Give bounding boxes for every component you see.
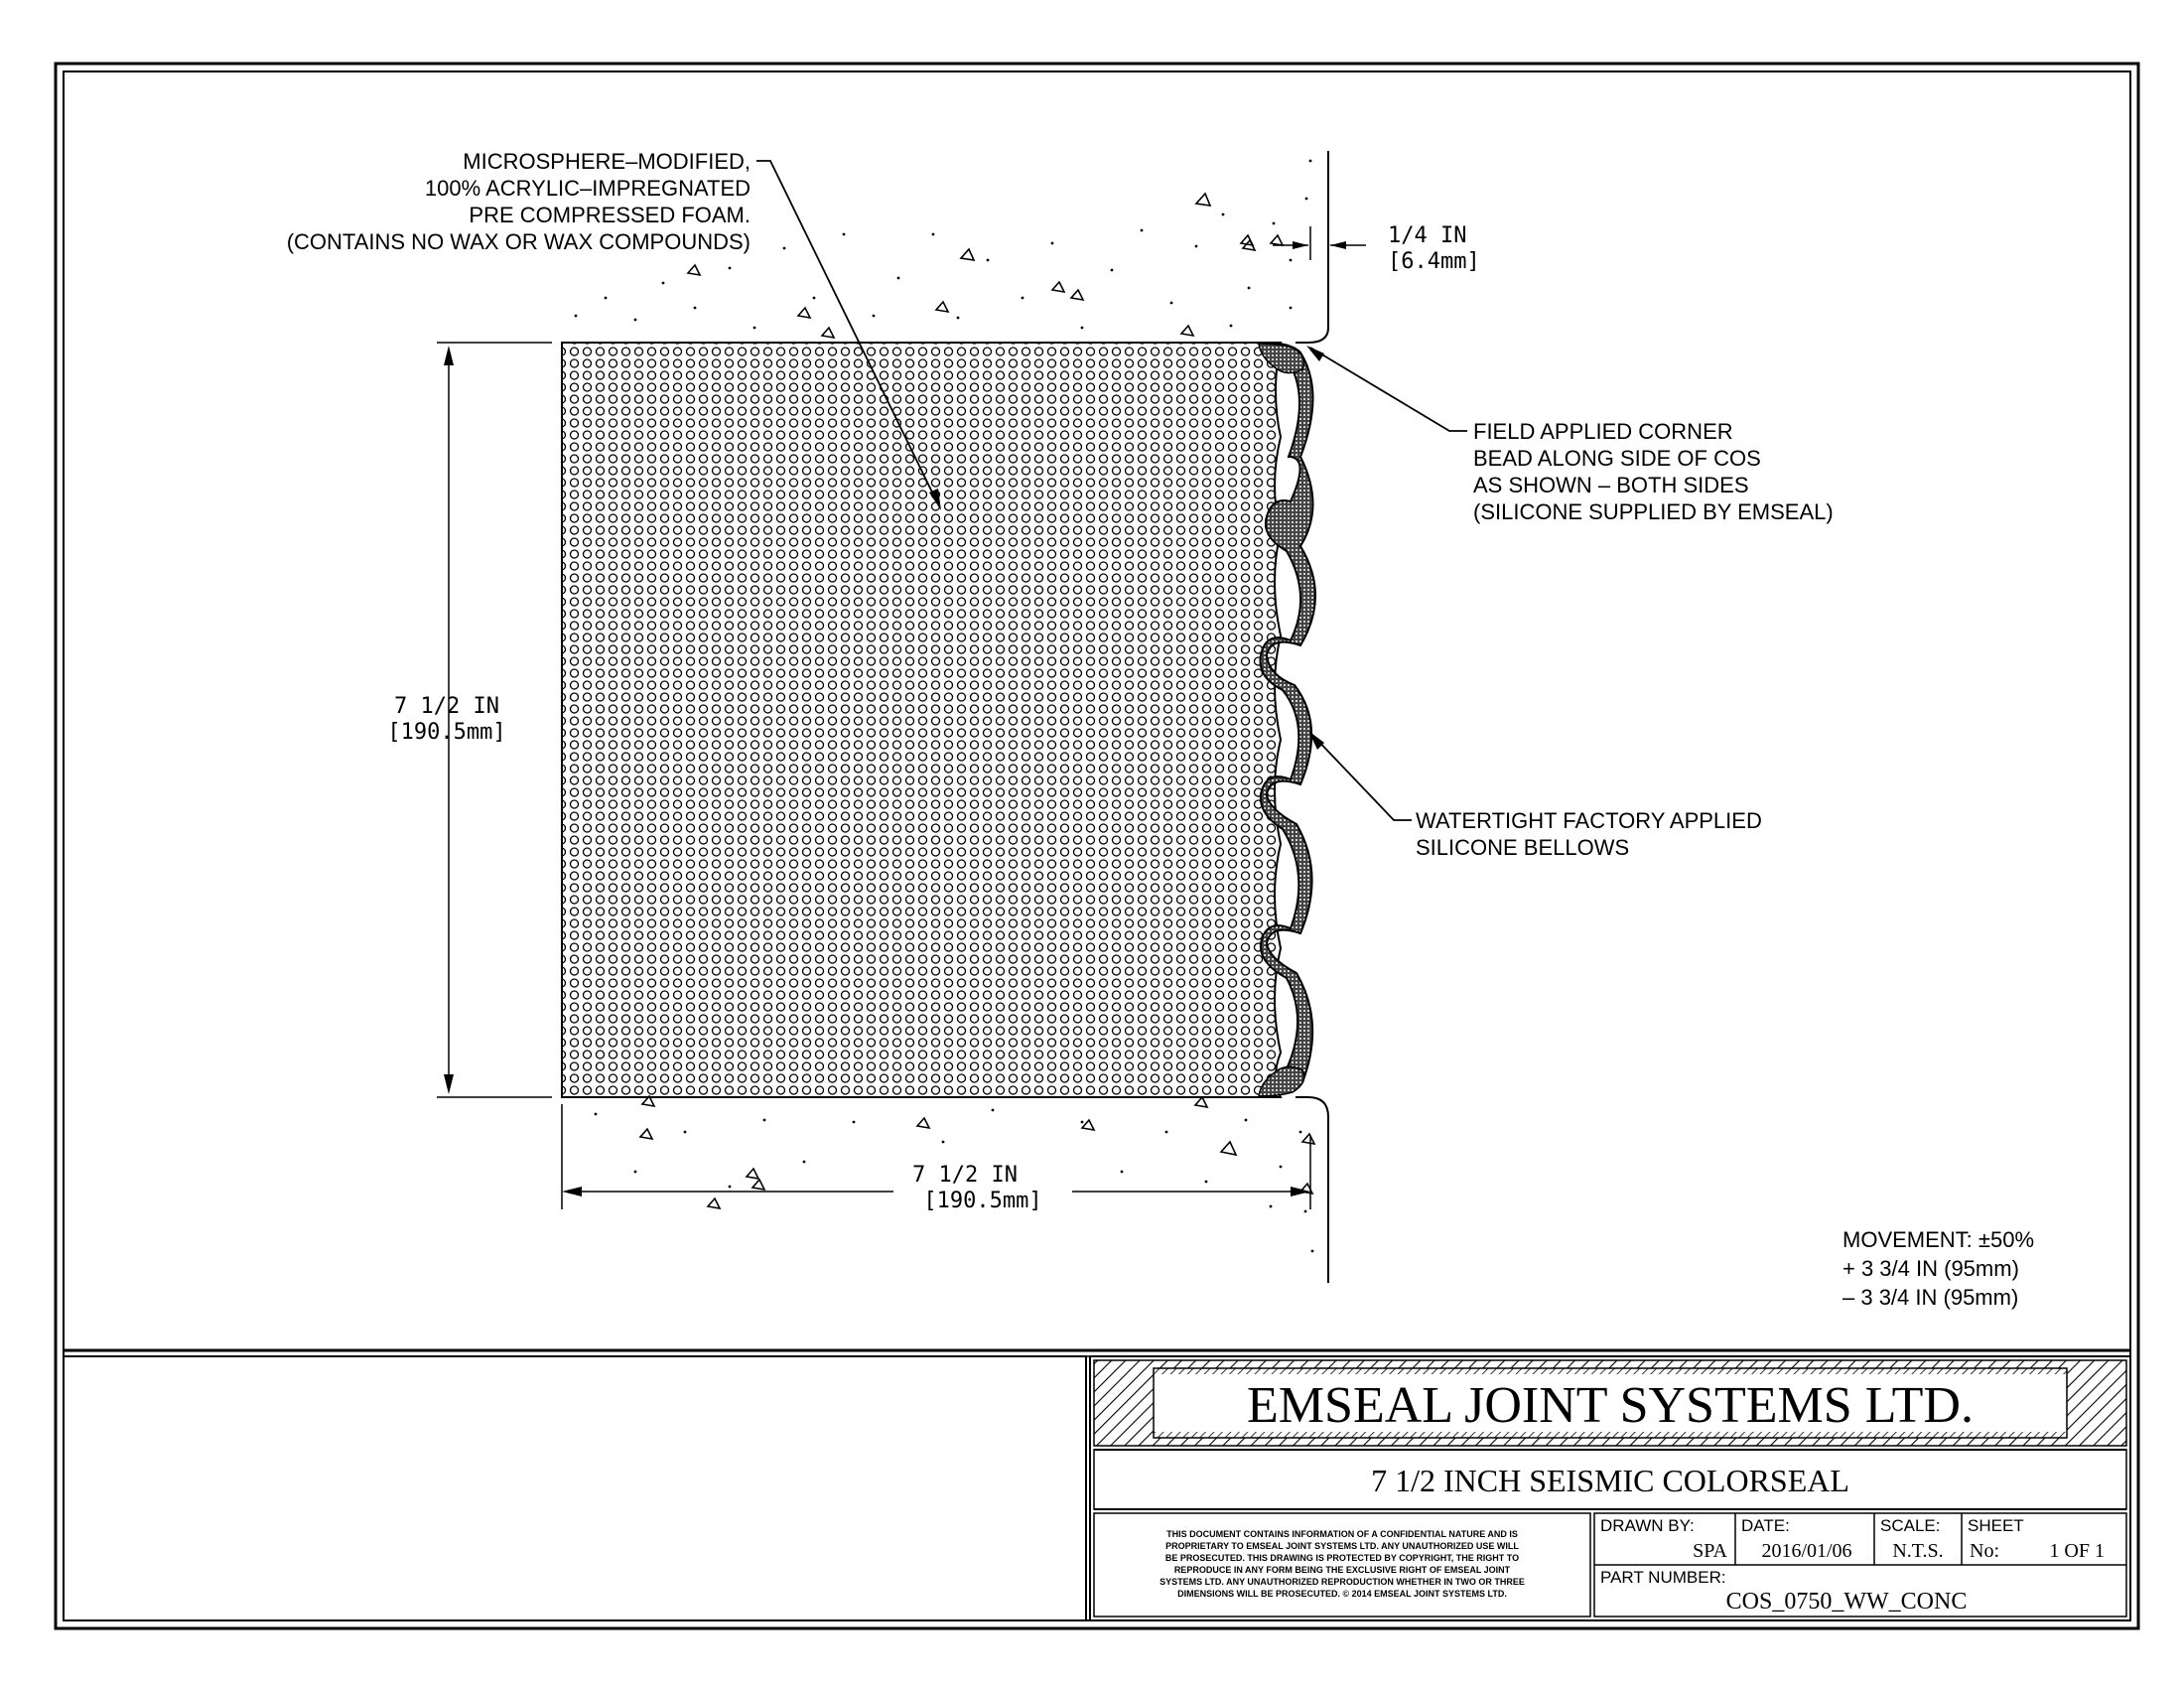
foam-callout-line-4: (CONTAINS NO WAX OR WAX COMPOUNDS) bbox=[287, 229, 751, 254]
corner-bead-callout: FIELD APPLIED CORNER BEAD ALONG SIDE OF … bbox=[1306, 346, 1834, 524]
drawn-by-label: DRAWN BY: bbox=[1600, 1516, 1695, 1535]
svg-text:THIS DOCUMENT CONTAINS INFORMA: THIS DOCUMENT CONTAINS INFORMATION OF A … bbox=[1166, 1529, 1518, 1539]
svg-text:DIMENSIONS WILL BE PROSECUTED.: DIMENSIONS WILL BE PROSECUTED. © 2014 EM… bbox=[1177, 1589, 1507, 1599]
width-dimension-imperial: 7 1/2 IN bbox=[912, 1163, 1018, 1188]
corner-bead-callout-line-1: FIELD APPLIED CORNER bbox=[1473, 419, 1733, 444]
svg-text:PROPRIETARY TO EMSEAL JOINT SY: PROPRIETARY TO EMSEAL JOINT SYSTEMS LTD.… bbox=[1165, 1541, 1519, 1551]
corner-bead-top bbox=[1258, 343, 1305, 374]
gap-dimension: 1/4 IN [6.4mm] bbox=[1273, 223, 1480, 274]
notes-panel bbox=[63, 1355, 1087, 1621]
company-name: EMSEAL JOINT SYSTEMS LTD. bbox=[1247, 1377, 1974, 1434]
gap-dimension-imperial: 1/4 IN bbox=[1388, 223, 1466, 248]
height-dimension-imperial: 7 1/2 IN bbox=[394, 694, 499, 719]
width-dimension-metric: [190.5mm] bbox=[923, 1189, 1041, 1213]
foam-callout-line-1: MICROSPHERE–MODIFIED, bbox=[463, 149, 751, 174]
svg-text:BE PROSECUTED. THIS DRAWING IS: BE PROSECUTED. THIS DRAWING IS PROTECTED… bbox=[1165, 1553, 1519, 1563]
disclaimer: THIS DOCUMENT CONTAINS INFORMATION OF A … bbox=[1160, 1529, 1525, 1599]
sheet-label: SHEET bbox=[1968, 1516, 2024, 1535]
corner-bead-callout-line-3: AS SHOWN – BOTH SIDES bbox=[1473, 473, 1749, 497]
foam-callout-line-2: 100% ACRYLIC–IMPREGNATED bbox=[425, 176, 751, 201]
joint-detail: 7 1/2 IN [190.5mm] 7 1/2 IN [190.5mm] 1/… bbox=[287, 149, 2034, 1310]
scale-value: N.T.S. bbox=[1892, 1540, 1943, 1562]
concrete-substrate-bottom bbox=[594, 1094, 1329, 1283]
part-number-label: PART NUMBER: bbox=[1600, 1568, 1726, 1587]
corner-bead-callout-line-2: BEAD ALONG SIDE OF COS bbox=[1473, 446, 1761, 471]
date-value: 2016/01/06 bbox=[1761, 1540, 1851, 1562]
bellows-callout-line-2: SILICONE BELLOWS bbox=[1416, 835, 1629, 860]
bellows-callout: WATERTIGHT FACTORY APPLIED SILICONE BELL… bbox=[1308, 731, 1762, 860]
drawing-title: 7 1/2 INCH SEISMIC COLORSEAL bbox=[1371, 1463, 1849, 1498]
width-dimension: 7 1/2 IN [190.5mm] bbox=[561, 1104, 1311, 1217]
movement-line-1: MOVEMENT: ±50% bbox=[1843, 1227, 2034, 1252]
sheet-no-label: No: bbox=[1970, 1540, 1999, 1562]
svg-text:REPRODUCE IN ANY FORM BEING TH: REPRODUCE IN ANY FORM BEING THE EXCLUSIV… bbox=[1174, 1565, 1511, 1575]
corner-bead-callout-line-4: (SILICONE SUPPLIED BY EMSEAL) bbox=[1473, 499, 1834, 524]
sheet-no-value: 1 OF 1 bbox=[2049, 1540, 2105, 1562]
movement-line-3: – 3 3/4 IN (95mm) bbox=[1843, 1285, 2018, 1310]
drawn-by-value: SPA bbox=[1693, 1540, 1727, 1562]
date-label: DATE: bbox=[1741, 1516, 1790, 1535]
foam-callout-line-3: PRE COMPRESSED FOAM. bbox=[469, 203, 751, 227]
foam-callout: MICROSPHERE–MODIFIED, 100% ACRYLIC–IMPRE… bbox=[287, 149, 941, 510]
svg-text:SYSTEMS LTD. ANY UNAUTHORIZED: SYSTEMS LTD. ANY UNAUTHORIZED REPRODUCTI… bbox=[1160, 1577, 1525, 1587]
concrete-substrate-top bbox=[574, 151, 1329, 344]
title-block: EMSEAL JOINT SYSTEMS LTD. 7 1/2 INCH SEI… bbox=[63, 1355, 2131, 1621]
scale-label: SCALE: bbox=[1880, 1516, 1940, 1535]
height-dimension: 7 1/2 IN [190.5mm] bbox=[387, 342, 552, 1098]
gap-dimension-metric: [6.4mm] bbox=[1388, 249, 1480, 274]
bellows-callout-line-1: WATERTIGHT FACTORY APPLIED bbox=[1416, 808, 1762, 833]
part-number-value: COS_0750_WW_CONC bbox=[1726, 1589, 1968, 1615]
foam-body bbox=[561, 342, 1283, 1098]
movement-note: MOVEMENT: ±50% + 3 3/4 IN (95mm) – 3 3/4… bbox=[1843, 1227, 2034, 1310]
height-dimension-metric: [190.5mm] bbox=[387, 720, 505, 745]
outer-border bbox=[54, 62, 2140, 1630]
movement-line-2: + 3 3/4 IN (95mm) bbox=[1843, 1256, 2019, 1281]
company-band: EMSEAL JOINT SYSTEMS LTD. bbox=[1093, 1359, 2127, 1447]
corner-bead-bottom bbox=[1258, 1065, 1305, 1097]
